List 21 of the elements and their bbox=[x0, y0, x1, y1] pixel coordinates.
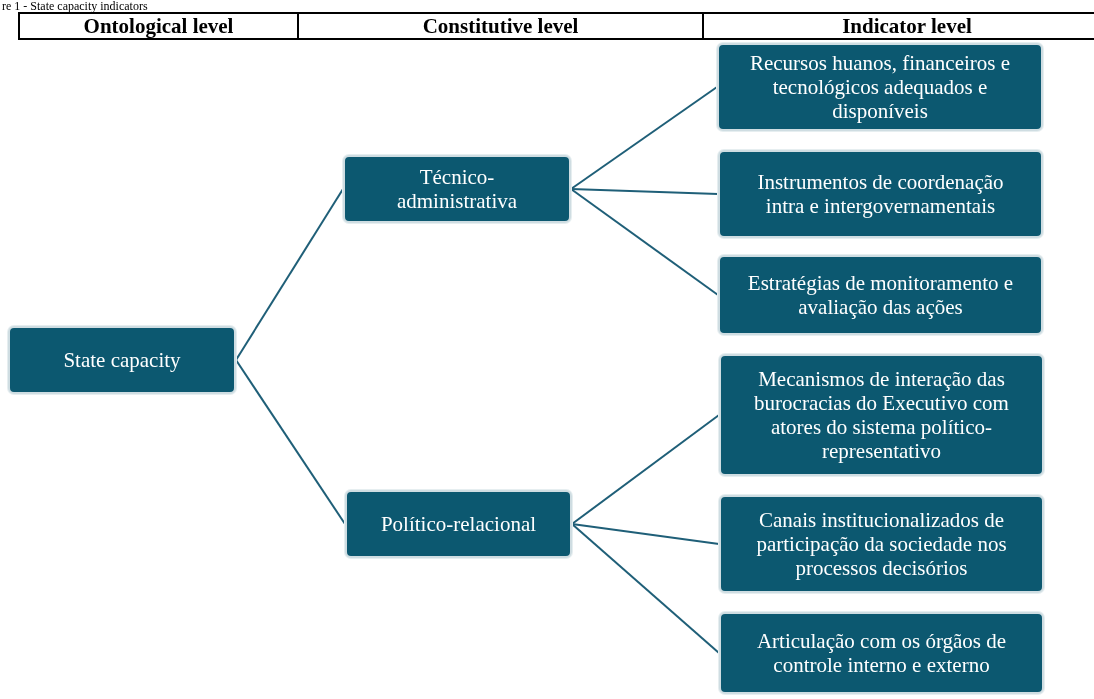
node-box: Instrumentos de coordenação intra e intergovernamentais bbox=[718, 150, 1043, 238]
connector-line bbox=[235, 188, 344, 361]
connector-line bbox=[235, 359, 346, 525]
column-header: Indicator level bbox=[702, 14, 1094, 38]
node-box: Canais institucionalizados de participação da sociedade nos processos decisórios bbox=[719, 495, 1044, 593]
node-box: Político-relacional bbox=[345, 490, 572, 558]
node-box: Articulação com os órgãos de controle interno e externo bbox=[719, 612, 1044, 694]
figure-title: re 1 - State capacity indicators bbox=[2, 0, 148, 12]
column-header: Ontological level bbox=[82, 14, 235, 38]
column-header: Constitutive level bbox=[297, 14, 702, 38]
connector-line bbox=[570, 188, 719, 296]
node-box: State capacity bbox=[8, 326, 236, 394]
node-box: Técnico-administrativa bbox=[343, 155, 571, 223]
node-box: Mecanismos de interação das burocracias do Executivo com atores do sistema político-representativo bbox=[719, 354, 1044, 476]
connector-line bbox=[570, 188, 719, 195]
node-box: Estratégias de monitoramento e avaliação das ações bbox=[718, 255, 1043, 335]
node-box: Recursos huanos, financeiros e tecnológicos adequados e disponíveis bbox=[717, 43, 1043, 131]
connector-line bbox=[571, 414, 720, 525]
connector-line bbox=[571, 523, 720, 654]
connector-line bbox=[570, 86, 718, 190]
connector-line bbox=[571, 523, 720, 545]
